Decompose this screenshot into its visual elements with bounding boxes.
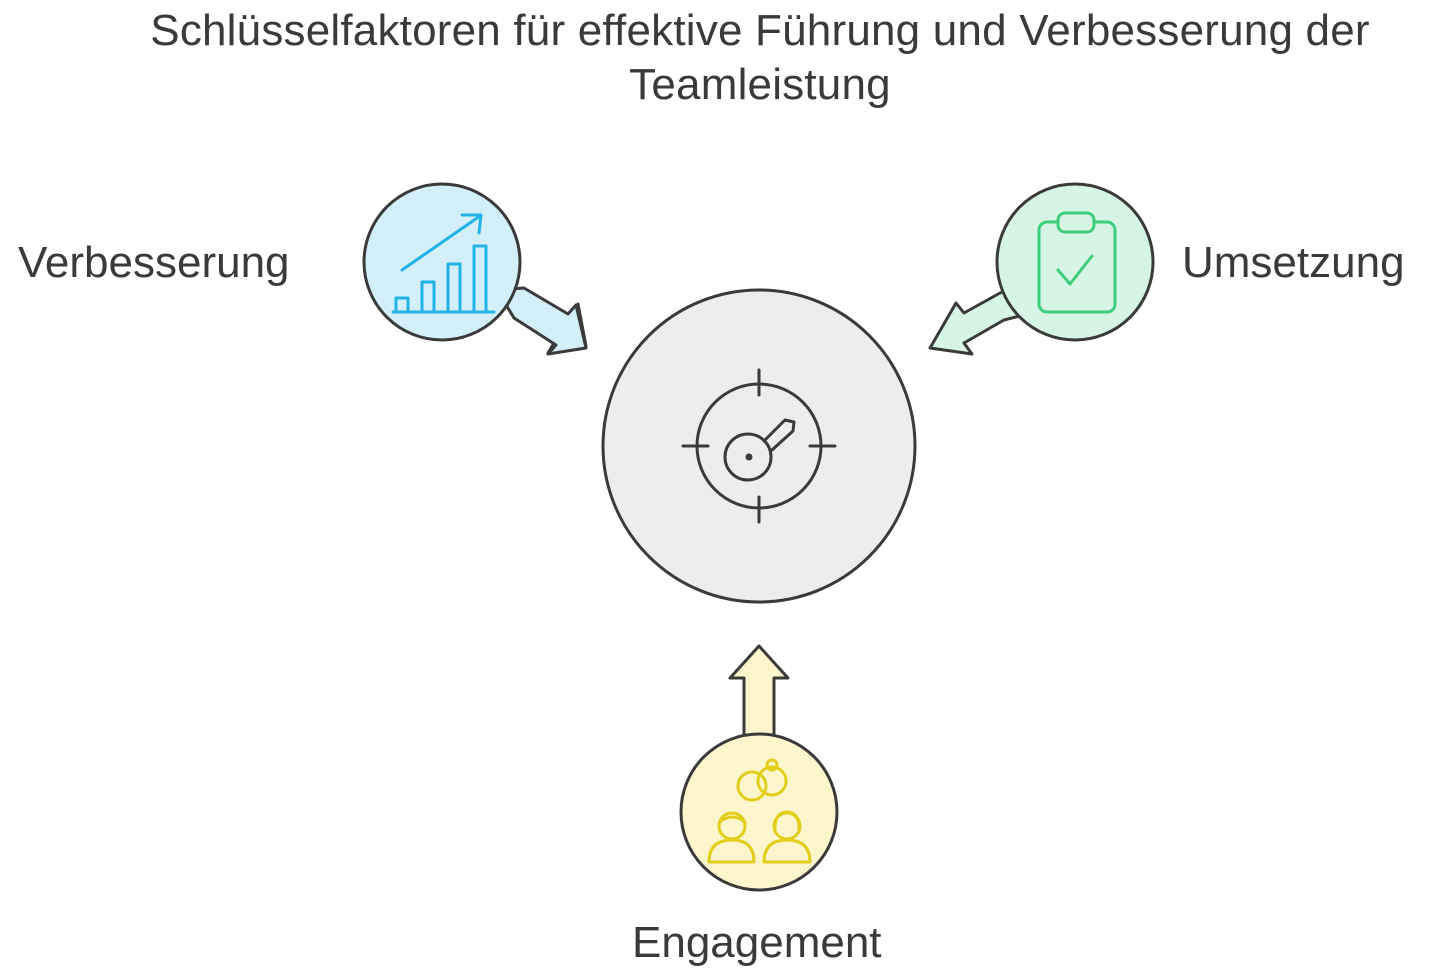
- center-circle: [601, 288, 917, 604]
- diagram-title: Schlüsselfaktoren für effektive Führung …: [90, 4, 1430, 112]
- title-line-1: Schlüsselfaktoren für effektive Führung …: [150, 6, 1370, 55]
- engagement-circle: [679, 732, 839, 892]
- rising-bar-chart-icon: [391, 213, 496, 314]
- title-line-2: Teamleistung: [629, 60, 891, 109]
- label-engagement: Engagement: [632, 918, 882, 967]
- verbesserung-circle: [362, 182, 522, 342]
- label-umsetzung: Umsetzung: [1182, 238, 1405, 287]
- team-people-icon: [707, 758, 812, 864]
- umsetzung-circle: [995, 182, 1155, 342]
- arrow-verbesserung-shaft: [495, 286, 588, 356]
- clipboard-check-icon: [1037, 211, 1117, 314]
- arrow-umsetzung: [928, 286, 1022, 356]
- label-verbesserung: Verbesserung: [18, 238, 290, 287]
- target-key-icon: [681, 368, 837, 524]
